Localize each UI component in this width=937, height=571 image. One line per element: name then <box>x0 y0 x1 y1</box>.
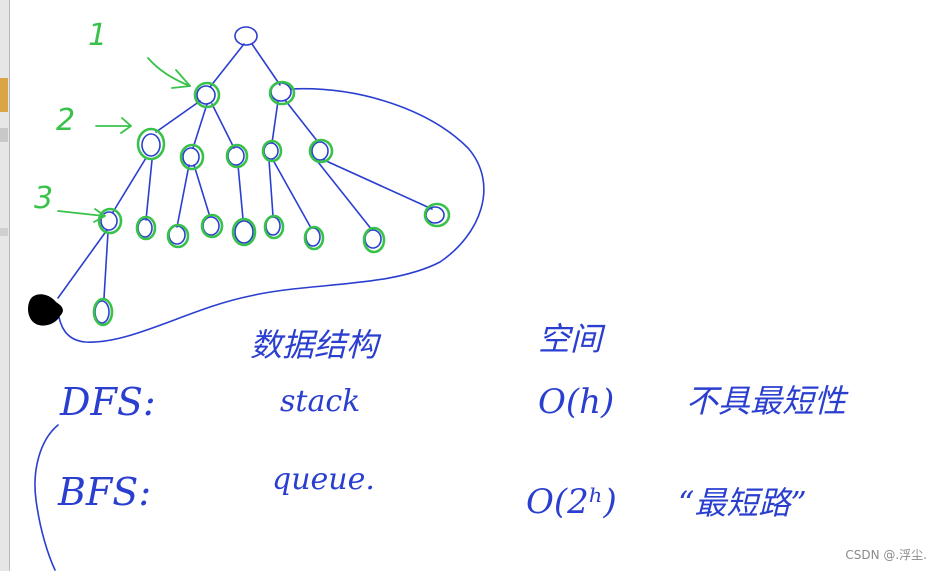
level-label-3: 3 <box>34 181 54 216</box>
level-label-2: 2 <box>56 103 76 138</box>
tree-edges <box>34 43 485 571</box>
row-bfs-note: “最短路” <box>678 484 807 522</box>
window-edge <box>0 0 10 571</box>
sidebar-tab[interactable] <box>0 228 8 236</box>
header-data-structure: 数据结构 <box>250 326 379 364</box>
level-arrows <box>57 57 191 223</box>
visited-marks <box>92 80 451 327</box>
watermark: CSDN @.浮尘. <box>845 548 927 562</box>
sidebar-tab-highlighted[interactable] <box>0 78 8 112</box>
level-label-1: 1 <box>88 18 108 53</box>
sidebar-tab[interactable] <box>0 128 8 142</box>
row-dfs-space: O(h) <box>538 382 615 422</box>
header-space: 空间 <box>538 320 603 358</box>
current-position-blob <box>28 294 63 326</box>
row-bfs-name: BFS: <box>58 470 152 514</box>
row-dfs-name: DFS: <box>60 380 156 424</box>
row-bfs-structure: queue. <box>272 462 375 497</box>
row-dfs-structure: stack <box>280 384 361 419</box>
row-dfs-note: 不具最短性 <box>686 382 847 420</box>
row-bfs-space: O(2ʰ) <box>526 482 617 522</box>
